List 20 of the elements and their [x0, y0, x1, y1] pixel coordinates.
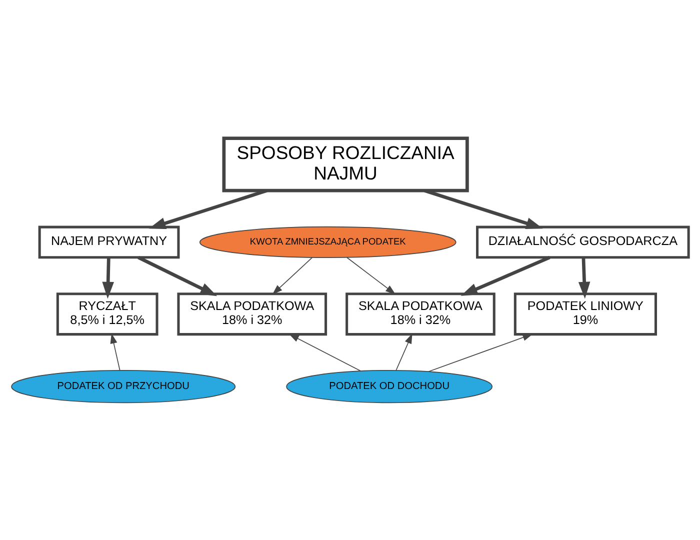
arrow	[578, 257, 590, 298]
arrow	[102, 257, 114, 298]
arrow	[288, 333, 362, 371]
arrow	[272, 256, 313, 294]
arrow	[396, 333, 412, 370]
node-box: SPOSOBY ROZLICZANIA NAJMU	[222, 136, 469, 192]
node-ellipse: PODATEK OD DOCHODU	[286, 370, 493, 403]
node-box: SKALA PODATKOWA 18% i 32%	[177, 292, 328, 336]
node-box: PODATEK LINIOWY 19%	[514, 292, 657, 336]
arrow	[346, 256, 396, 294]
node-ellipse: KWOTA ZMNIEJSZAJĄCA PODATEK	[199, 226, 456, 258]
node-ellipse: PODATEK OD PRZYCHODU	[11, 370, 236, 403]
node-box: NAJEM PRYWATNY	[38, 225, 180, 258]
node-box: RYCZAŁT 8,5% i 12,5%	[56, 292, 158, 336]
arrow	[428, 333, 533, 372]
node-box: SKALA PODATKOWA 18% i 32%	[346, 292, 496, 336]
arrow	[138, 255, 218, 296]
arrow	[460, 255, 550, 296]
node-box: DZIAŁALNOŚĆ GOSPODARCZA	[476, 225, 690, 258]
arrow	[110, 332, 120, 370]
